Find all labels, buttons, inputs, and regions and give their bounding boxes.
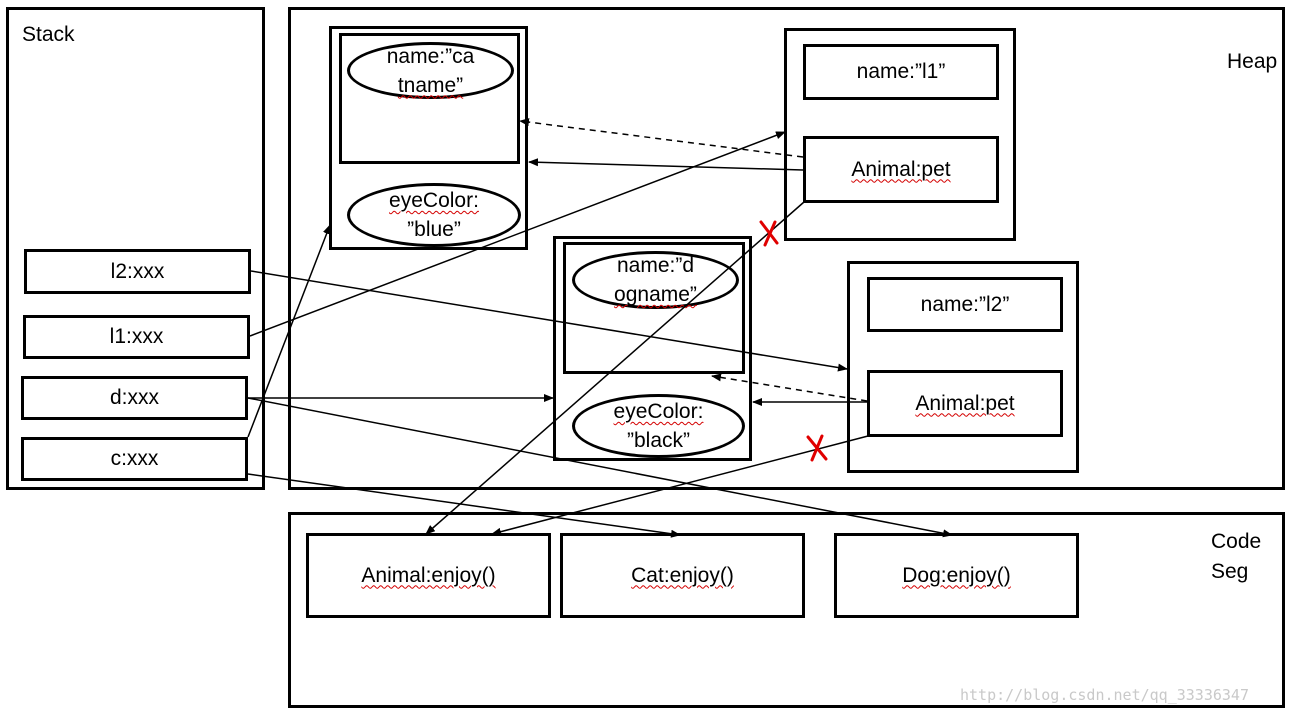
lady-l2-pet-label: Animal:pet	[915, 391, 1015, 415]
stack-label: Stack	[22, 23, 75, 46]
dog-eyecolor-line1: eyeColor:	[613, 400, 704, 423]
lady-l1-pet-field: Animal:pet	[803, 136, 999, 203]
lady-l2-name-field: name:”l2”	[867, 277, 1063, 332]
code-segment-region	[288, 512, 1285, 708]
code-seg-label-line2: Seg	[1211, 560, 1249, 583]
heap-label: Heap	[1227, 50, 1278, 73]
cat-eyecolor-field: eyeColor: ”blue”	[347, 183, 521, 247]
method-cat-enjoy-label: Cat:enjoy()	[631, 563, 734, 587]
method-dog-enjoy-label: Dog:enjoy()	[902, 563, 1011, 587]
watermark: http://blog.csdn.net/qq_33336347	[960, 686, 1249, 704]
heap-region	[288, 7, 1285, 490]
lady-l2-object	[847, 261, 1079, 473]
method-cat-enjoy: Cat:enjoy()	[560, 533, 805, 618]
cat-name-line2: tname”	[397, 73, 464, 97]
arrow-lady2-pet-to-animal-enjoy	[491, 435, 869, 536]
arrow-l1-to-lady1	[249, 131, 786, 337]
stack-var-c-label: c:xxx	[110, 447, 159, 470]
stack-var-l2: l2:xxx	[24, 249, 251, 294]
red-cross-marks	[759, 220, 828, 462]
dog-object	[553, 236, 752, 461]
arrow-c-to-cat-enjoy	[247, 473, 681, 538]
code-seg-label-line1: Code	[1211, 530, 1262, 553]
cat-animal-part	[339, 33, 520, 164]
arrow-lady2-pet-to-dog-animal-dashed	[711, 373, 868, 402]
stack-var-c: c:xxx	[21, 437, 248, 481]
stack-var-l2-label: l2:xxx	[110, 259, 165, 283]
lady-l2-pet-field: Animal:pet	[867, 370, 1063, 437]
dog-eyecolor-line2: ”black”	[626, 429, 690, 452]
method-animal-enjoy-label: Animal:enjoy()	[361, 563, 496, 587]
dog-name-field: name:”d ogname”	[572, 251, 739, 309]
dog-name-line2: ogname”	[614, 283, 697, 306]
stack-var-d-label: d:xxx	[109, 386, 159, 409]
arrow-lady1-pet-to-cat-animal-dashed	[519, 118, 804, 158]
lady-l1-name-field: name:”l1”	[803, 44, 999, 100]
dog-name-line1: name:”d	[616, 254, 695, 277]
cat-object	[329, 26, 528, 250]
lady-l1-pet-label: Animal:pet	[851, 157, 951, 181]
lady-l2-name-label: name:”l2”	[920, 292, 1010, 316]
arrow-lady1-pet-to-cat	[528, 158, 804, 171]
cat-eyecolor-line1: eyeColor:	[389, 189, 479, 212]
cat-name-field: name:”ca tname”	[347, 42, 514, 99]
stack-var-d: d:xxx	[21, 376, 248, 420]
cat-name-line1: name:”ca	[386, 44, 475, 68]
arrow-d-to-dog-enjoy	[247, 397, 953, 538]
cat-eyecolor-line2: ”blue”	[407, 218, 461, 241]
arrow-lady1-pet-to-animal-enjoy	[425, 201, 805, 535]
dog-eyecolor-field: eyeColor: ”black”	[572, 394, 745, 458]
dog-animal-part	[563, 242, 745, 374]
stack-var-l1: l1:xxx	[23, 315, 250, 359]
arrow-l2-to-lady2	[250, 270, 848, 372]
arrow-c-to-cat	[247, 224, 331, 438]
stack-var-l1-label: l1:xxx	[109, 325, 164, 348]
method-dog-enjoy: Dog:enjoy()	[834, 533, 1079, 618]
stack-region	[6, 7, 265, 490]
lady-l1-name-label: name:”l1”	[856, 60, 946, 83]
